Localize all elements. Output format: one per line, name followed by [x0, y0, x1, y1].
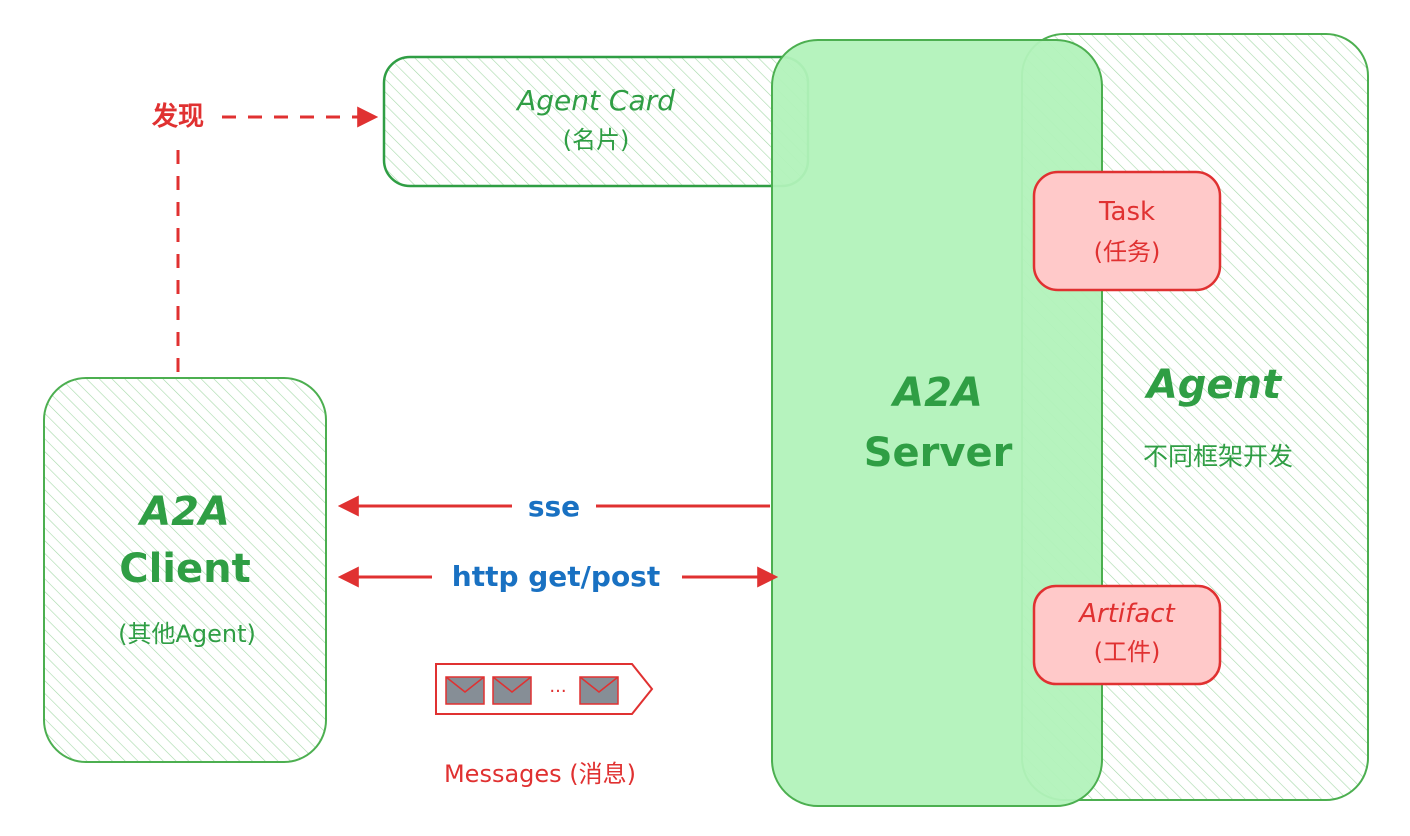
- envelope-icon: [579, 676, 619, 705]
- server-box: [771, 39, 1103, 807]
- agent-title: Agent: [1144, 362, 1283, 408]
- server-title-line1: A2A: [890, 370, 983, 416]
- task-subtitle: (任务): [1094, 238, 1161, 266]
- client-title-line1: A2A: [137, 489, 230, 535]
- agent-card-subtitle: (名片): [563, 126, 630, 154]
- artifact-title: Artifact: [1077, 599, 1175, 629]
- agent-subtitle: 不同框架开发: [1143, 442, 1293, 471]
- task-title: Task: [1098, 197, 1155, 227]
- message-separator: ···: [549, 681, 566, 702]
- envelope-icon: [492, 676, 532, 705]
- client-title-line2: Client: [119, 546, 251, 592]
- client-box: [43, 377, 327, 763]
- server-title-line2: Server: [864, 430, 1013, 476]
- http-label: http get/post: [452, 560, 660, 593]
- messages-label: Messages (消息): [444, 760, 636, 788]
- agent-card-box: [382, 55, 810, 188]
- message-queue: ···: [435, 663, 654, 715]
- envelope-icon: [445, 676, 485, 705]
- discovery-label: 发现: [151, 101, 204, 132]
- sse-label: sse: [528, 490, 580, 523]
- artifact-subtitle: (工件): [1094, 638, 1161, 666]
- agent-card-title: Agent Card: [515, 84, 675, 117]
- client-subtitle: (其他Agent): [118, 620, 256, 648]
- artifact-box: [1032, 584, 1222, 686]
- task-box: [1032, 170, 1222, 292]
